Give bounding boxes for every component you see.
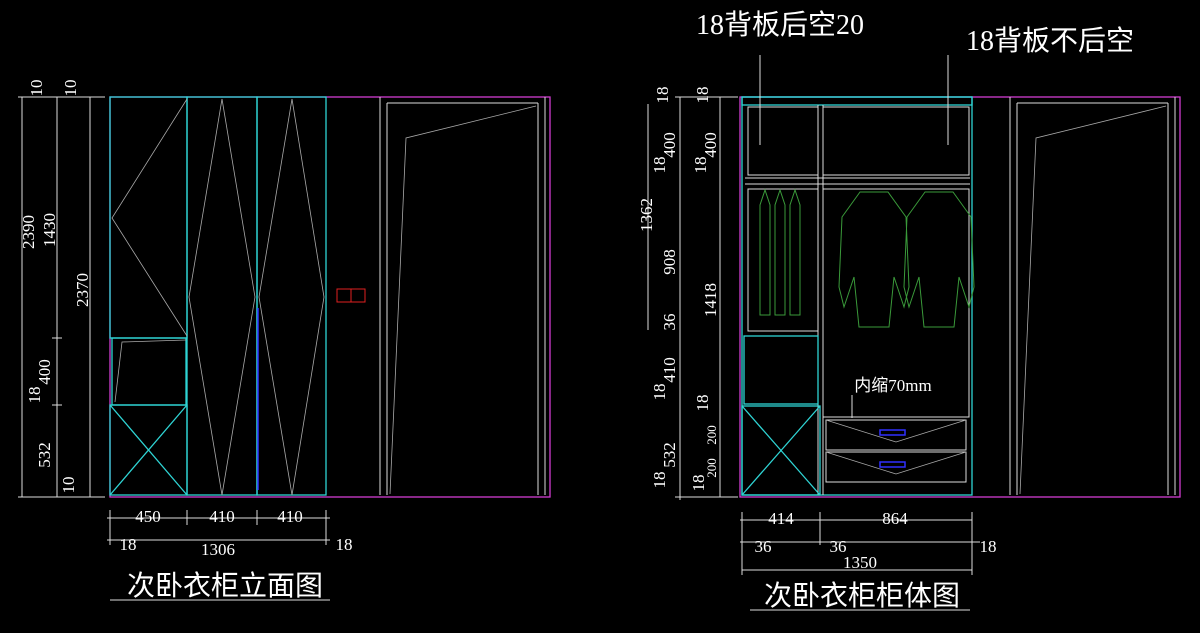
dim-overall-height: 2390 bbox=[19, 215, 38, 249]
dim-r-total: 1350 bbox=[843, 553, 877, 572]
dim-upper: 1430 bbox=[40, 213, 59, 247]
dim-w1: 450 bbox=[135, 507, 161, 526]
dim-a-hanging-total: 1362 bbox=[637, 198, 656, 232]
dim-total-width: 1306 bbox=[201, 540, 235, 559]
left-drawing-title: 次卧衣柜立面图 bbox=[127, 570, 323, 602]
dim-w2: 410 bbox=[209, 507, 235, 526]
dim-r-side1: 36 bbox=[755, 537, 772, 556]
dim-b-hanging: 1418 bbox=[701, 283, 720, 317]
dim-r-side2: 36 bbox=[830, 537, 847, 556]
right-carcass: 18背板后空20 18背板不后空 内缩70mm 18 400 18 1362 9… bbox=[637, 9, 1181, 612]
dim-w3: 410 bbox=[277, 507, 303, 526]
dim-b-shelf2: 18 bbox=[693, 395, 712, 412]
dim-a-niche: 410 bbox=[660, 357, 679, 383]
dim-lower: 532 bbox=[35, 442, 54, 468]
dim-top-gap: 10 bbox=[27, 80, 46, 97]
door-3 bbox=[256, 96, 327, 496]
annotation-back-gap: 18背板后空20 bbox=[696, 9, 864, 41]
drawer-1 bbox=[825, 419, 967, 451]
drawer-2 bbox=[825, 451, 967, 483]
dim-inner-height: 2370 bbox=[73, 273, 92, 307]
left-elevation: 2390 10 1430 400 18 532 10 10 2370 450 4… bbox=[18, 80, 551, 602]
carcass-outline bbox=[739, 96, 1181, 498]
open-niche bbox=[111, 337, 187, 406]
annotation-back-flush: 18背板不后空 bbox=[966, 25, 1134, 57]
dim-r-w1: 414 bbox=[768, 509, 794, 528]
dim-left-side: 18 bbox=[120, 535, 137, 554]
dim-b-top-box: 400 bbox=[701, 132, 720, 158]
wardrobe-outline bbox=[109, 96, 551, 498]
dim-a-bottom: 18 bbox=[650, 472, 669, 489]
dim-shelf: 18 bbox=[25, 387, 44, 404]
dim-a-hanging: 908 bbox=[660, 249, 679, 275]
dim-a-top-box: 400 bbox=[660, 132, 679, 158]
dim-r-side3: 18 bbox=[980, 537, 997, 556]
upper-left-door bbox=[109, 96, 188, 339]
dim-b-shelf1: 18 bbox=[691, 157, 710, 174]
dim-a-top: 18 bbox=[653, 87, 672, 104]
dim-b-drawer1: 200 bbox=[704, 425, 719, 445]
right-drawing-title: 次卧衣柜柜体图 bbox=[764, 580, 960, 612]
dim-b-drawer2: 200 bbox=[704, 458, 719, 478]
dim-r-w2: 864 bbox=[882, 509, 908, 528]
dim-a-shelf1: 18 bbox=[650, 157, 669, 174]
door-2 bbox=[186, 96, 258, 496]
dim-a-rail: 36 bbox=[660, 314, 679, 331]
dim-b-top: 18 bbox=[693, 87, 712, 104]
dim-b-bottom: 18 bbox=[689, 475, 708, 492]
annotation-inset: 内缩70mm bbox=[854, 376, 931, 395]
dim-bottom-gap: 10 bbox=[59, 477, 78, 494]
garments bbox=[759, 188, 975, 328]
dim-a-lower: 532 bbox=[660, 442, 679, 468]
dim-inner-top-gap: 10 bbox=[61, 80, 80, 97]
dim-right-side: 18 bbox=[336, 535, 353, 554]
dim-a-shelf2: 18 bbox=[650, 384, 669, 401]
dim-niche: 400 bbox=[35, 359, 54, 385]
